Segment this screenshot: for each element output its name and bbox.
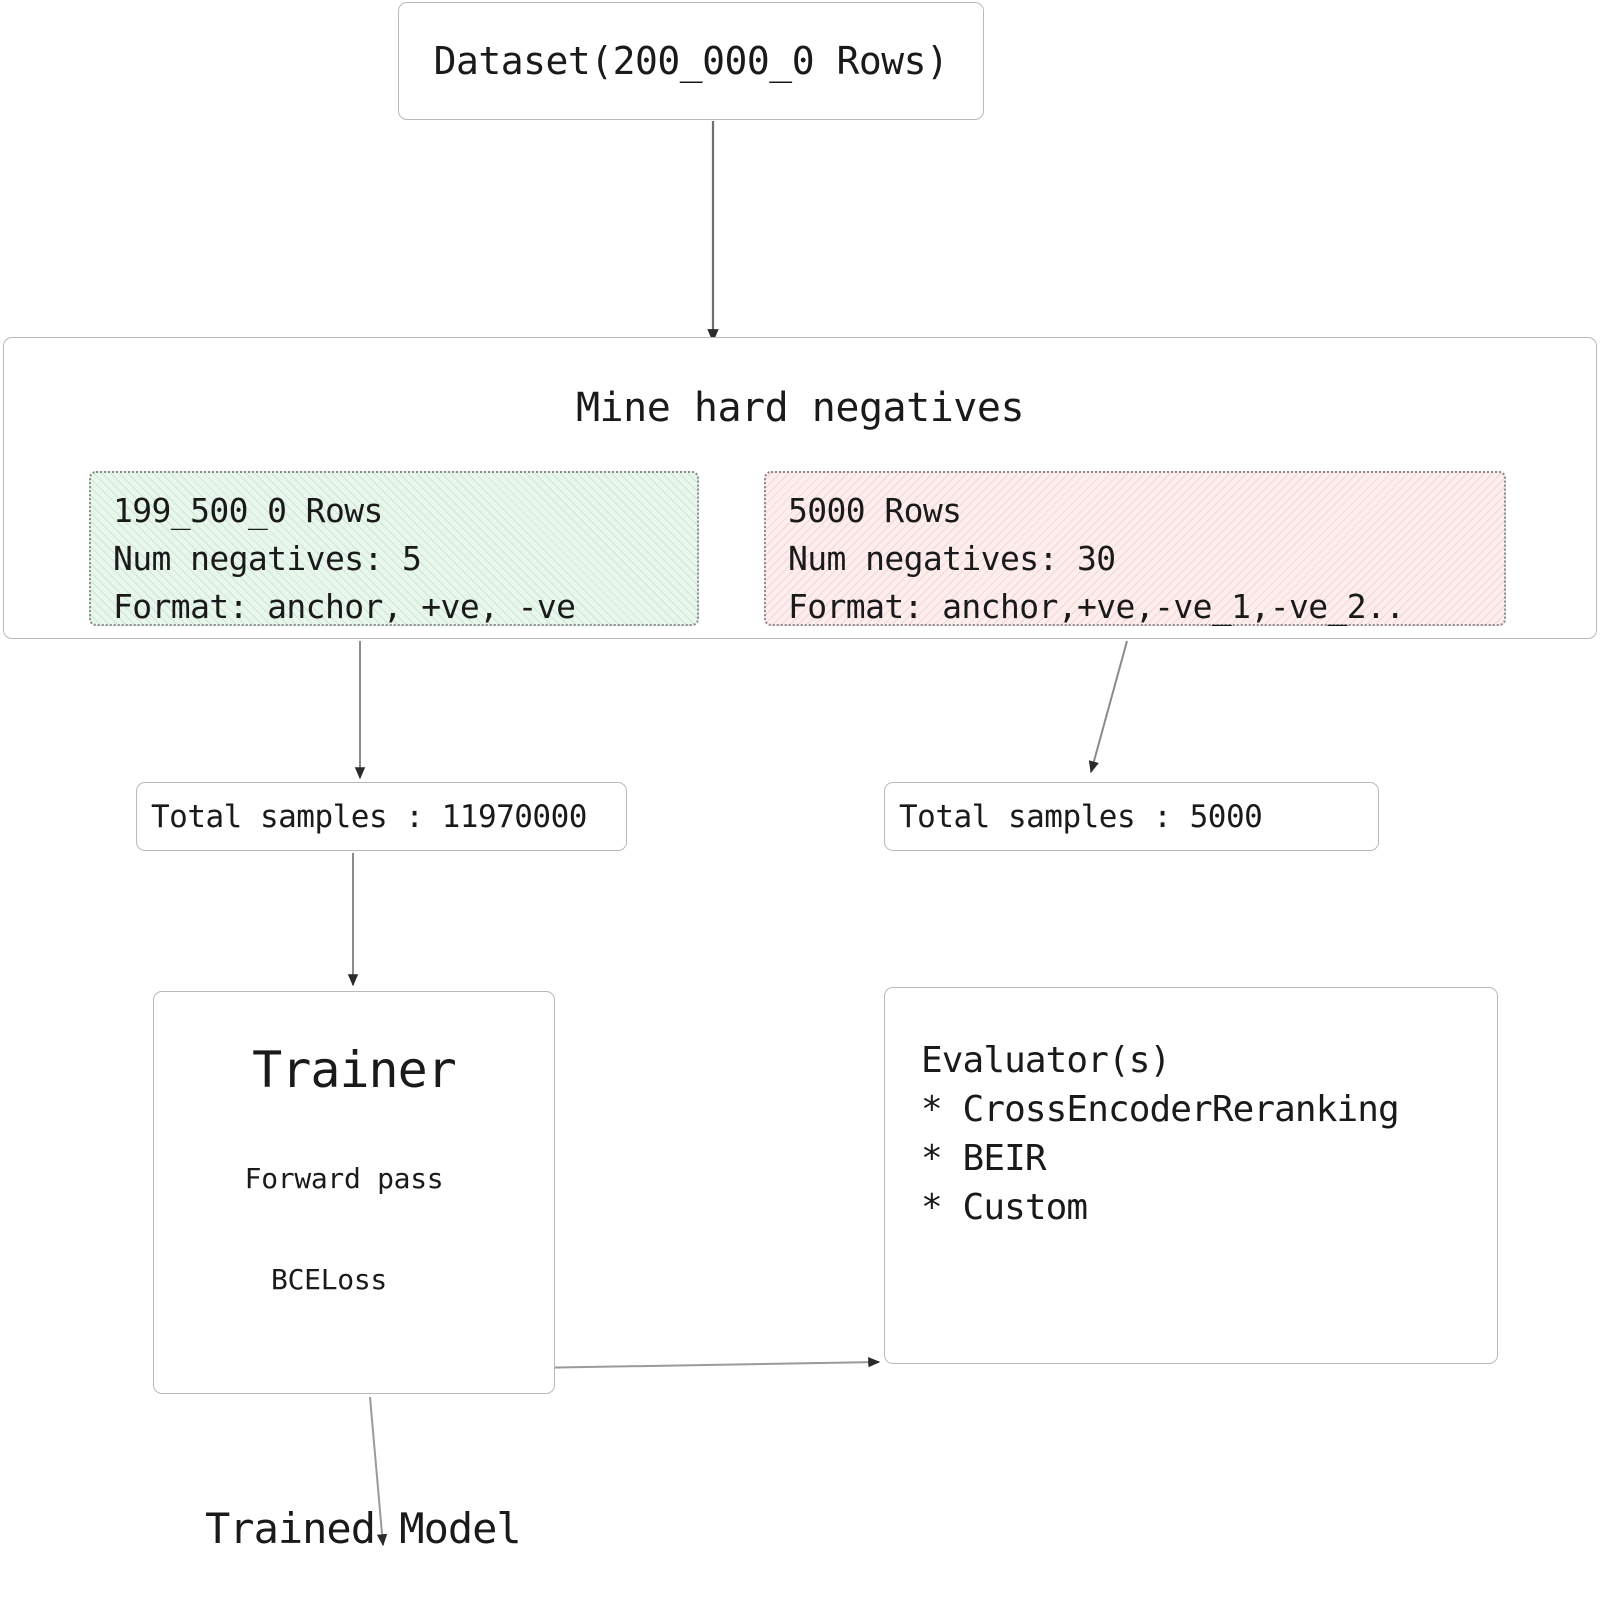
edge-evalsplit-to-total-right: [1088, 640, 1128, 774]
mine-hard-negatives-title: Mine hard negatives: [575, 385, 1025, 431]
evaluator-node[interactable]: Evaluator(s) * CrossEncoderReranking * B…: [884, 987, 1498, 1364]
dataset-label: Dataset(200_000_0 Rows): [433, 39, 949, 83]
trainer-forward-pass-label: Forward pass: [244, 1162, 444, 1195]
eval-split-box[interactable]: 5000 Rows Num negatives: 30 Format: anch…: [764, 471, 1506, 626]
evaluator-title: Evaluator(s): [921, 1040, 1171, 1081]
train-split-rows: 199_500_0 Rows: [113, 491, 383, 530]
eval-split-format: Format: anchor,+ve,-ve_1,-ve_2..: [788, 587, 1405, 626]
trained-model-label: Trained Model: [205, 1504, 522, 1553]
trainer-title: Trainer: [252, 1041, 457, 1099]
total-samples-train-node[interactable]: Total samples : 11970000: [136, 782, 627, 851]
train-split-format: Format: anchor, +ve, -ve: [113, 587, 576, 626]
eval-split-rows: 5000 Rows: [788, 491, 962, 530]
evaluator-item-cross-encoder-reranking: * CrossEncoderReranking: [921, 1089, 1400, 1130]
train-split-num-negatives: Num negatives: 5: [113, 539, 422, 578]
evaluator-item-custom: * Custom: [921, 1187, 1088, 1228]
train-split-box[interactable]: 199_500_0 Rows Num negatives: 5 Format: …: [89, 471, 699, 626]
mine-hard-negatives-node[interactable]: Mine hard negatives 199_500_0 Rows Num n…: [3, 337, 1597, 639]
trainer-node[interactable]: Trainer Forward pass BCELoss: [153, 991, 555, 1394]
total-samples-train-label: Total samples : 11970000: [151, 798, 587, 835]
dataset-node[interactable]: Dataset(200_000_0 Rows): [398, 2, 984, 120]
evaluator-item-beir: * BEIR: [921, 1138, 1047, 1179]
trainer-loss-label: BCELoss: [271, 1263, 387, 1296]
eval-split-num-negatives: Num negatives: 30: [788, 539, 1116, 578]
total-samples-eval-label: Total samples : 5000: [899, 798, 1263, 835]
total-samples-eval-node[interactable]: Total samples : 5000: [884, 782, 1379, 851]
